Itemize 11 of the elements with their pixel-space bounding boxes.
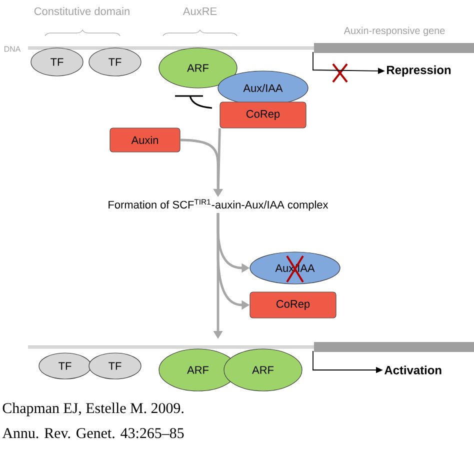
process-text: Formation of SCF$^{TIR1}$-auxin-Aux/IAA complex xyxy=(106,197,330,213)
domain-label: AuxRE xyxy=(182,7,217,16)
citation-text: Chapman EJ, Estelle M. 2009. xyxy=(2,402,184,416)
corep-box: CoRep xyxy=(250,292,336,318)
citation-text: Annu. Rev. Genet. 43:265–85 xyxy=(2,428,184,438)
gene-label: Auxin-responsive gene xyxy=(344,26,445,36)
corep-box: CoRep xyxy=(220,102,306,128)
auxin-box: Auxin xyxy=(110,128,180,152)
domain-label: Constitutive domain xyxy=(34,7,130,16)
outcome-text: Repression xyxy=(387,65,451,77)
outcome-text: Activation xyxy=(384,366,442,374)
